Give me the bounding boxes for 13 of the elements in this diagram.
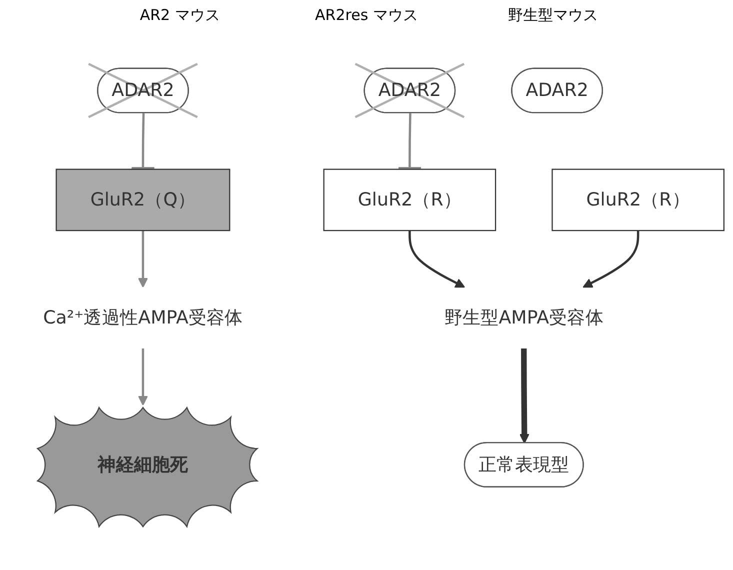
node-box: GluR2（R） [552,168,724,232]
arrow [519,348,530,444]
node-text: 野生型AMPA受容体 [444,306,604,328]
column-heading: AR2 マウス [138,6,221,25]
node-box: GluR2（Q） [56,168,230,232]
arrow [408,230,466,288]
column-heading: AR2res マウス [314,6,419,25]
node-box: GluR2（R） [323,168,496,232]
arrow [138,348,148,406]
column-heading: 野生型マウス [507,6,600,25]
arrow [582,230,640,288]
node-text: Ca²⁺透過性AMPA受容体 [43,306,243,328]
arrow [138,230,148,288]
